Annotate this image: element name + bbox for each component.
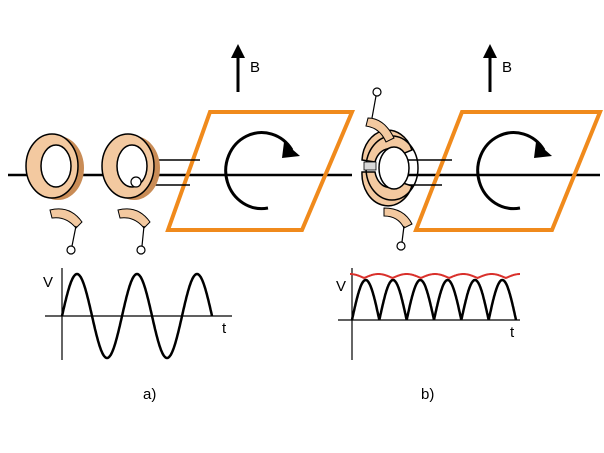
rotation-arrow-b	[476, 131, 552, 211]
graph-b: V t	[336, 268, 520, 360]
caption-a: a)	[143, 386, 156, 403]
panel-a: B	[8, 44, 356, 403]
graph-a-y-label: V	[43, 274, 53, 291]
field-label-b: B	[502, 59, 512, 76]
slip-ring-2	[101, 133, 160, 255]
slip-ring-1	[25, 133, 84, 255]
split-ring-commutator	[361, 87, 419, 251]
graph-a-x-label: t	[222, 320, 227, 337]
field-arrow-b	[483, 44, 497, 92]
panel-b: B	[336, 44, 603, 403]
graph-a: V t	[43, 268, 232, 360]
graph-b-rectified-curve	[350, 278, 518, 321]
rotation-arrow-a	[224, 131, 300, 211]
graph-b-x-label: t	[510, 324, 515, 341]
rotating-loop-a	[165, 110, 356, 232]
rotating-loop-b	[413, 110, 603, 232]
graph-b-ripple-envelope	[350, 273, 520, 280]
caption-b: b)	[421, 386, 434, 403]
graph-a-sine-curve	[60, 272, 214, 360]
field-label-a: B	[250, 59, 260, 76]
graph-b-y-label: V	[336, 278, 346, 295]
field-arrow-a	[231, 44, 245, 92]
